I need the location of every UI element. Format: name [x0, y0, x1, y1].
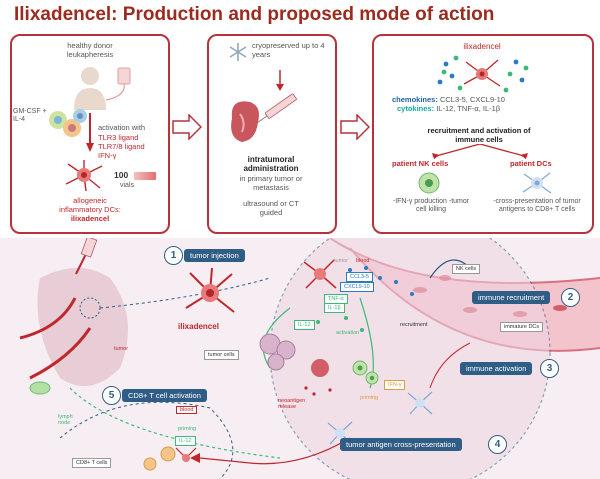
nk-description: -IFN-γ production -tumor cell killing	[392, 198, 470, 214]
cd8-tag: CD8+ T cells	[72, 458, 112, 468]
chemokines-value: CCL3-5, CXCL9-10	[439, 95, 505, 104]
dc-title: patient DCs	[510, 159, 552, 168]
recruitment-label: recruitment and activation of immune cel…	[427, 126, 531, 144]
step-4-number: 4	[488, 435, 507, 454]
down-arrow-icon	[86, 113, 94, 152]
cytokines-label: cytokines:	[397, 104, 435, 113]
chemokines-line: chemokines: CCL3-5, CXCL9-10	[392, 95, 505, 105]
activation-label: activation	[336, 330, 360, 336]
syringe-kidney-icon	[231, 70, 297, 142]
blood-label: blood	[356, 258, 370, 264]
il12b-tag: IL-12	[175, 436, 196, 446]
ifn-tag: IFN-γ	[384, 380, 406, 390]
result-line1: allogeneic	[73, 196, 107, 205]
vials-count: 100	[114, 170, 129, 180]
snowflake-icon	[229, 43, 247, 61]
admin-title: intratumoral administration	[243, 155, 299, 174]
donor-icon	[74, 67, 131, 110]
tlr3-label: TLR3 ligand	[98, 133, 139, 142]
step-1-label: tumor injection	[184, 249, 245, 262]
ilixadencel-label: ilixadencel	[178, 322, 219, 331]
nk-title: patient NK cells	[392, 159, 449, 168]
mechanism-title: ilixadencel	[463, 42, 501, 51]
tumor-cells-tag: tumor cells	[204, 350, 239, 360]
dc-description: -cross-presentation of tumor antigens to…	[493, 198, 581, 214]
monocyte-cells-icon	[49, 109, 87, 137]
priming-label-2: priming	[178, 426, 197, 432]
step-1-number: 1	[164, 246, 183, 265]
cytokine-label: GM-CSF + IL-4	[13, 108, 47, 124]
step-3-label: immune activation	[460, 362, 533, 375]
recruitment-label: recruitment	[400, 322, 428, 328]
ifng-label: IFN-γ	[98, 151, 117, 160]
cxcl-tag: CXCL9-10	[340, 282, 374, 292]
mechanism-panel	[372, 34, 594, 234]
step-2-label: immune recruitment	[472, 291, 551, 304]
page-title: Ilixadencel: Production and proposed mod…	[14, 4, 495, 25]
mechanism-illustration	[0, 238, 600, 479]
result-line3: ilixadencel	[70, 214, 110, 223]
blood-label-2: blood	[176, 406, 198, 414]
cytokines-line: cytokines: IL-12, TNF-α, IL-1β	[397, 104, 501, 114]
branch-arrows-icon	[432, 144, 528, 159]
donor-label: healthy donor leukapheresis	[66, 41, 114, 59]
nk-tag: NK cells	[452, 264, 481, 274]
step-5-label: CD8+ T cell activation	[122, 389, 207, 402]
tumor-label: tumor	[334, 258, 349, 264]
tlr78-label: TLR7/8 ligand	[98, 142, 145, 151]
tumor-label-2: tumor	[114, 346, 129, 352]
nk-cell-icon	[418, 172, 440, 194]
step-4-label: tumor antigen cross-presentation	[340, 438, 462, 451]
right-arrow-icon	[340, 114, 370, 140]
step-5-number: 5	[102, 386, 121, 405]
cytokines-value: IL-12, TNF-α, IL-1β	[436, 104, 501, 113]
lymph-node-label: lymph node	[58, 414, 73, 426]
step-3-number: 3	[540, 359, 559, 378]
ccl-tag: CCL3-5	[346, 272, 373, 282]
priming-label: priming	[360, 395, 379, 401]
il1-tag: IL-1β	[324, 303, 345, 313]
right-arrow-icon	[172, 114, 202, 140]
chemokines-label: chemokines:	[392, 95, 438, 104]
vials-label: vials	[120, 182, 135, 189]
patient-dc-icon	[522, 172, 552, 194]
result-line2: inflammatory DCs:	[59, 205, 121, 214]
secreting-dc-icon	[437, 55, 529, 93]
vials-icon	[134, 172, 156, 180]
step-2-number: 2	[561, 288, 580, 307]
activation-label: activation with	[98, 123, 146, 132]
immature-dc-tag: immature DCs	[500, 322, 544, 332]
guidance-label: ultrasound or CT guided	[243, 199, 299, 217]
dendritic-cell-icon	[65, 160, 103, 192]
il12-tag: IL-12	[294, 320, 315, 330]
admin-site: in primary tumor or metastasis	[239, 174, 303, 192]
storage-label: cryopreserved up to 4 years	[252, 41, 325, 59]
neoantigen-label: neoantigen release	[278, 398, 306, 410]
administration-panel	[207, 34, 337, 234]
